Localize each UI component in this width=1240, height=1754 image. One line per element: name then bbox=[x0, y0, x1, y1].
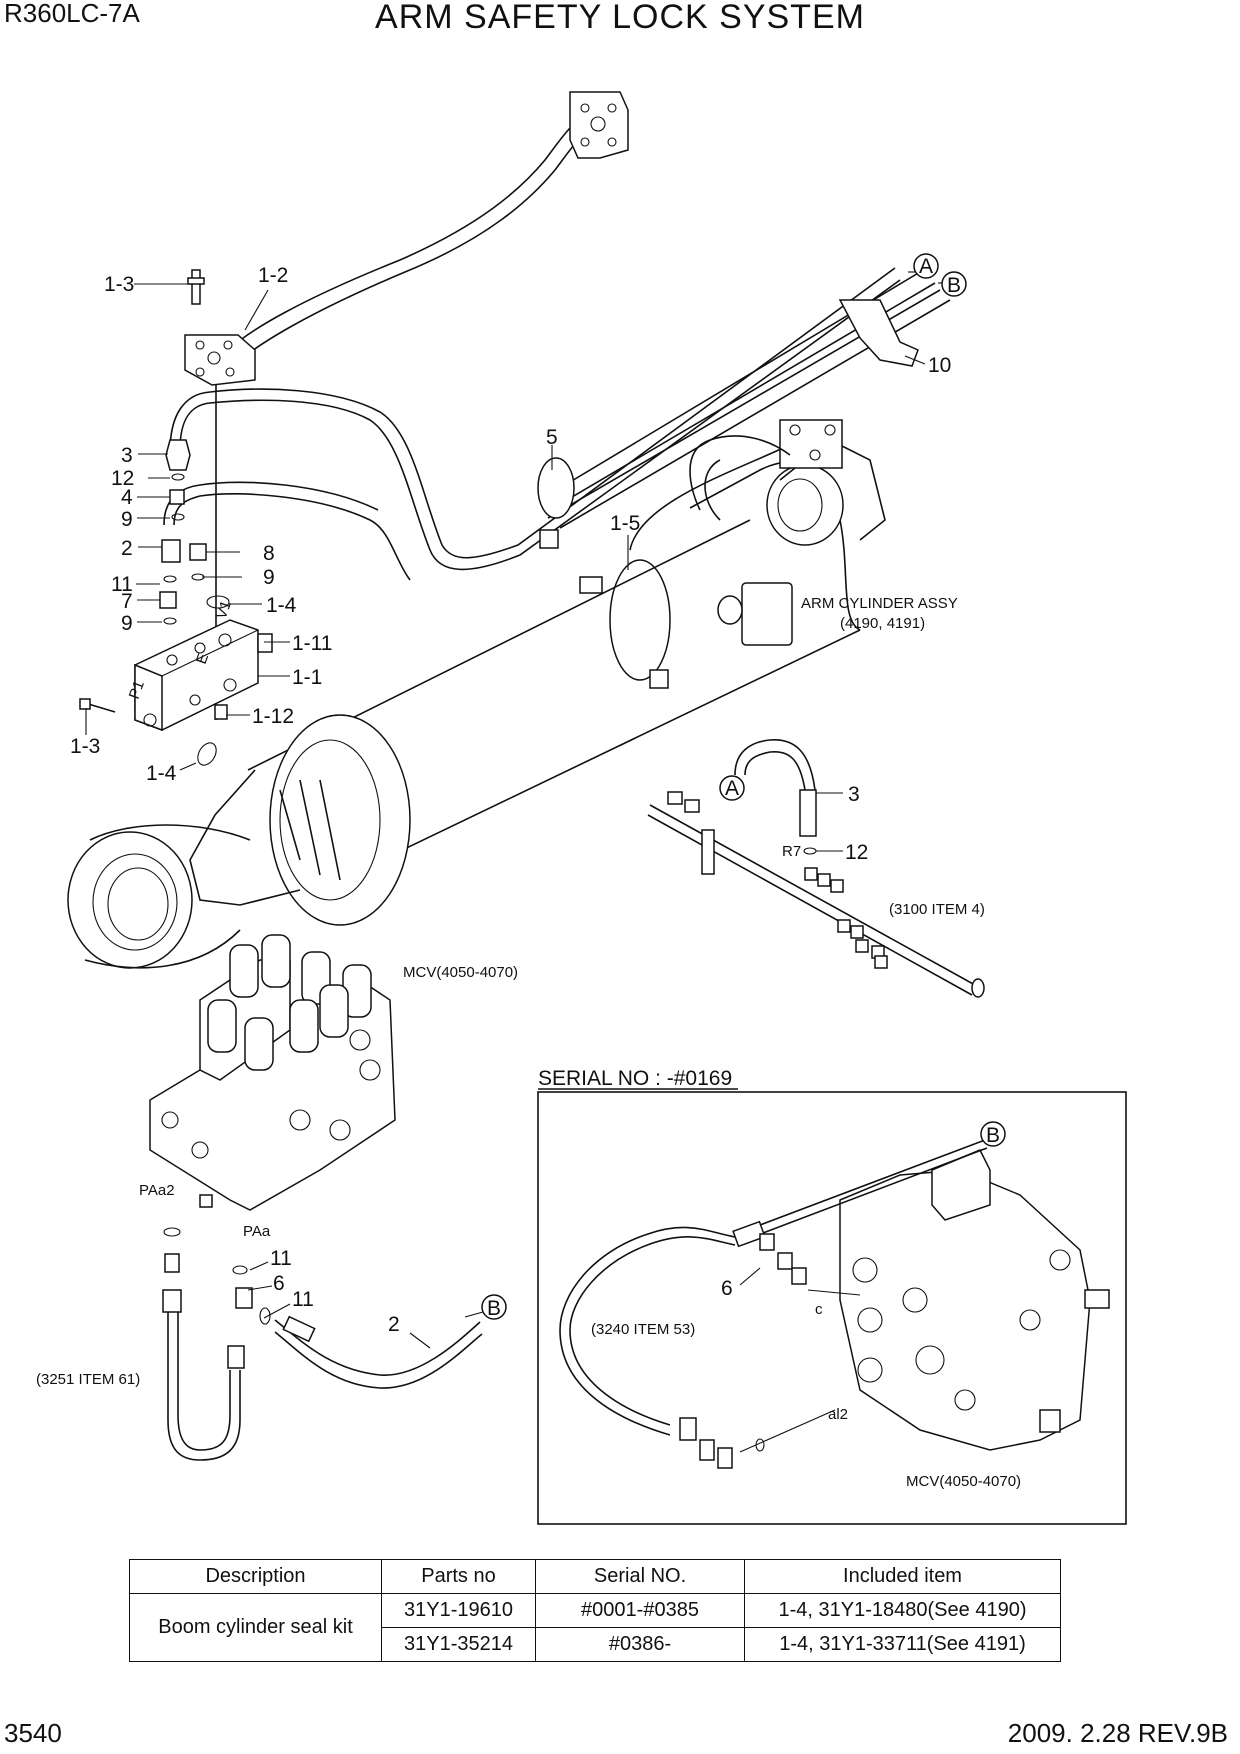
page-number: 3540 bbox=[4, 1718, 62, 1748]
item-3100-reference: (3100 ITEM 4) bbox=[889, 901, 985, 918]
callout-10: 10 bbox=[928, 354, 951, 377]
pilot-pipe-3100 bbox=[647, 739, 985, 998]
callout-1-5: 1-5 bbox=[610, 512, 640, 535]
leader-lines bbox=[85, 271, 996, 1349]
callout-b-bottom: B bbox=[487, 1297, 501, 1320]
serial-no-cell: #0001-#0385 bbox=[535, 1593, 745, 1628]
serial-no-cell: #0386- bbox=[535, 1627, 745, 1662]
circle-markers bbox=[481, 253, 1006, 1320]
callout-9-a: 9 bbox=[121, 508, 133, 531]
callout-b-top: B bbox=[947, 274, 961, 297]
callout-2-bottom: 2 bbox=[388, 1313, 400, 1336]
port-v1: V1 bbox=[213, 598, 235, 621]
callout-12-top: 12 bbox=[111, 467, 134, 490]
callout-11-top: 11 bbox=[111, 573, 133, 596]
header-description: Description bbox=[129, 1559, 382, 1594]
flange-block-top bbox=[569, 91, 629, 159]
callout-9-c: 9 bbox=[121, 612, 133, 635]
callout-2-top: 2 bbox=[121, 537, 133, 560]
callout-1-1: 1-1 bbox=[292, 666, 322, 689]
inset-mcv bbox=[839, 1149, 1110, 1451]
callout-1-3-top: 1-3 bbox=[104, 273, 134, 296]
callout-6-left: 6 bbox=[273, 1272, 285, 1295]
table-header-row: Description Parts no Serial NO. Included… bbox=[129, 1559, 1061, 1594]
callout-1-4-bottom: 1-4 bbox=[146, 762, 177, 785]
clamp-1-5 bbox=[579, 559, 671, 689]
page-title: ARM SAFETY LOCK SYSTEM bbox=[375, 0, 865, 36]
kit-description: Boom cylinder seal kit bbox=[129, 1593, 382, 1662]
mcv-reference-inset: MCV(4050-4070) bbox=[906, 1473, 1021, 1490]
serial-number-label: SERIAL NO : -#0169 bbox=[538, 1067, 732, 1090]
callout-a-top: A bbox=[919, 255, 933, 278]
callout-1-3-bottom: 1-3 bbox=[70, 735, 100, 758]
port-c: c bbox=[815, 1301, 823, 1318]
item-3251-reference: (3251 ITEM 61) bbox=[36, 1371, 140, 1388]
callout-4: 4 bbox=[121, 486, 133, 509]
arm-cylinder-ref: (4190, 4191) bbox=[840, 615, 925, 632]
mcv-main bbox=[149, 934, 396, 1211]
port-r7: R7 bbox=[782, 843, 801, 860]
callout-a-mid: A bbox=[725, 777, 739, 800]
callout-3-top: 3 bbox=[121, 444, 133, 467]
callout-9-b: 9 bbox=[263, 566, 275, 589]
callout-b-inset: B bbox=[986, 1124, 1000, 1147]
callout-11-a: 11 bbox=[270, 1247, 292, 1270]
callout-11-b: 11 bbox=[292, 1288, 314, 1311]
inset-box bbox=[537, 1091, 1127, 1525]
port-paa2: PAa2 bbox=[139, 1182, 175, 1199]
parts-no-cell: 31Y1-35214 bbox=[381, 1627, 536, 1662]
included-item-cell: 1-4, 31Y1-18480(See 4190) bbox=[744, 1593, 1061, 1628]
seal-kit-table: Description Parts no Serial NO. Included… bbox=[129, 1559, 1061, 1662]
inset-hose bbox=[559, 1139, 988, 1469]
header-parts-no: Parts no bbox=[381, 1559, 536, 1594]
pipe-1-2 bbox=[227, 114, 596, 361]
callout-1-4-top: 1-4 bbox=[266, 594, 297, 617]
lower-hoses bbox=[162, 1227, 483, 1461]
port-paa: PAa bbox=[243, 1223, 271, 1240]
pipes-to-a-b bbox=[539, 271, 951, 529]
header-included-item: Included item bbox=[744, 1559, 1061, 1594]
callout-3-mid: 3 bbox=[848, 783, 860, 806]
callout-6-inset: 6 bbox=[721, 1277, 733, 1300]
included-item-cell: 1-4, 31Y1-33711(See 4191) bbox=[744, 1627, 1061, 1662]
callout-1-2: 1-2 bbox=[258, 264, 288, 287]
port-al2: al2 bbox=[828, 1406, 848, 1423]
reference-labels: ARM CYLINDER ASSY (4190, 4191) MCV(4050-… bbox=[36, 595, 1021, 1490]
table-row: Boom cylinder seal kit 31Y1-19610 #0001-… bbox=[129, 1593, 1061, 1662]
model-number: R360LC-7A bbox=[4, 0, 140, 28]
header-serial-no: Serial NO. bbox=[535, 1559, 745, 1594]
port-p1: P1 bbox=[126, 678, 148, 701]
item-3240-reference: (3240 ITEM 53) bbox=[591, 1321, 695, 1338]
lock-valve-1-1 bbox=[79, 619, 273, 732]
callout-1-12: 1-12 bbox=[252, 705, 294, 728]
table-row: 31Y1-35214 #0386- 1-4, 31Y1-33711(See 41… bbox=[130, 1627, 1061, 1662]
mcv-reference-top: MCV(4050-4070) bbox=[403, 964, 518, 981]
callout-12-mid: 12 bbox=[845, 841, 868, 864]
callout-5: 5 bbox=[546, 426, 558, 449]
arm-cylinder bbox=[67, 419, 886, 969]
parts-no-cell: 31Y1-19610 bbox=[381, 1593, 536, 1628]
fittings-stack bbox=[159, 439, 230, 766]
arm-cylinder-assy-label: ARM CYLINDER ASSY bbox=[801, 595, 958, 612]
callout-7: 7 bbox=[121, 590, 133, 613]
callout-labels: 1-3 1-2 3 12 4 9 2 8 9 11 7 1-4 9 1-11 1… bbox=[70, 255, 1000, 1423]
clamp-5 bbox=[537, 457, 575, 549]
callout-8: 8 bbox=[263, 542, 275, 565]
revision-date: 2009. 2.28 REV.9B bbox=[1007, 1718, 1228, 1748]
callout-1-11: 1-11 bbox=[292, 632, 332, 655]
